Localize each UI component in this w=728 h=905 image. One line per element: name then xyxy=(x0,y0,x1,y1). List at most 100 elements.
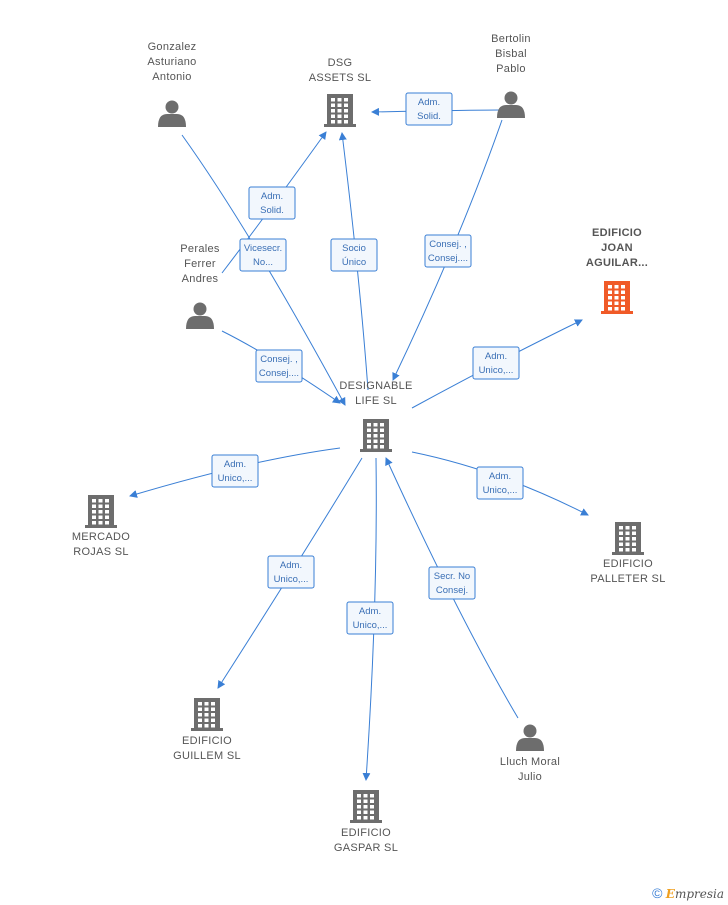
relation-label-bg xyxy=(476,466,524,500)
relation-label-bg xyxy=(211,454,259,488)
relation-label-bg xyxy=(267,555,315,589)
relation-label-bg xyxy=(330,238,378,272)
relation-edge[interactable]: Adm.Unico,... xyxy=(129,447,341,498)
node-label: GUILLEM SL xyxy=(173,750,241,762)
relation-edge[interactable]: Consej. ,Consej.... xyxy=(221,330,341,404)
relation-label-box[interactable]: Secr. No Consej. xyxy=(428,566,476,600)
relation-label-box[interactable]: Adm.Unico,... xyxy=(211,454,259,488)
relation-label-box[interactable]: Adm. Solid. xyxy=(248,186,296,220)
node-label: Asturiano xyxy=(147,56,196,68)
relation-label-bg xyxy=(405,92,453,126)
relation-label-box[interactable]: Adm. Unico,... xyxy=(472,346,520,380)
relation-label-text: Adm. xyxy=(280,560,302,571)
node-label: Perales xyxy=(180,243,220,255)
node-label: Antonio xyxy=(152,71,191,83)
relation-edge[interactable]: Consej. , Consej.... xyxy=(392,119,503,381)
relation-label-text: Solid. xyxy=(260,205,284,216)
node-label: ASSETS SL xyxy=(309,72,372,84)
relation-edge[interactable]: Adm. Unico,... xyxy=(411,319,583,409)
node-label: Bisbal xyxy=(495,48,527,60)
relation-label-bg xyxy=(472,346,520,380)
edge-line xyxy=(371,107,501,116)
building-icon xyxy=(324,94,356,127)
relation-label-text: Adm. xyxy=(485,351,507,362)
relation-label-bg xyxy=(255,349,303,383)
relation-label-text: Adm. xyxy=(359,606,381,617)
person-icon xyxy=(186,302,214,329)
building-icon xyxy=(85,495,117,528)
relation-label-text: Unico,... xyxy=(274,574,309,585)
relation-label-box[interactable]: Adm. Solid. xyxy=(405,92,453,126)
relation-label-text: No... xyxy=(253,257,273,268)
node-edificio_joan[interactable]: EDIFICIOJOANAGUILAR... xyxy=(586,227,648,314)
node-label: Julio xyxy=(518,771,542,783)
relation-label-text: Consej. , xyxy=(429,239,467,250)
relation-edge[interactable]: Adm. Unico,... xyxy=(346,457,394,781)
relation-label-box[interactable]: Vicesecr. No... xyxy=(239,238,287,272)
relation-label-box[interactable]: Adm.Unico,... xyxy=(476,466,524,500)
building-icon xyxy=(601,281,633,314)
node-palleter[interactable]: EDIFICIO PALLETER SL xyxy=(590,522,665,585)
relation-label-text: Vicesecr. xyxy=(244,243,282,254)
node-label: GASPAR SL xyxy=(334,842,398,854)
node-mercado[interactable]: MERCADO ROJAS SL xyxy=(72,495,130,558)
edge-line xyxy=(385,457,519,719)
relation-label-text: Único xyxy=(342,257,366,268)
relation-edge[interactable]: Adm.Unico,... xyxy=(411,451,589,516)
node-label: EDIFICIO xyxy=(603,558,653,570)
building-icon xyxy=(612,522,644,555)
node-label: ROJAS SL xyxy=(73,546,129,558)
relation-label-text: Adm. xyxy=(418,97,440,108)
building-icon xyxy=(350,790,382,823)
relation-label-text: Consej.... xyxy=(428,253,468,264)
relation-label-box[interactable]: Consej. , Consej.... xyxy=(424,234,472,268)
node-label: Andres xyxy=(182,273,219,285)
node-label: MERCADO xyxy=(72,531,130,543)
relation-edge[interactable]: Adm. Solid. xyxy=(221,131,327,274)
brand-name: Empresia xyxy=(665,887,724,901)
relation-label-text: Consej.... xyxy=(259,368,299,379)
relation-label-text: Consej. xyxy=(436,585,468,596)
person-icon xyxy=(158,100,186,127)
relation-label-box[interactable]: Adm. Unico,... xyxy=(346,601,394,635)
relation-label-text: Unico,... xyxy=(483,485,518,496)
relation-label-text: Unico,... xyxy=(353,620,388,631)
node-label: Bertolin xyxy=(491,33,531,45)
relation-label-text: Secr. No xyxy=(434,571,470,582)
relation-label-text: Unico,... xyxy=(479,365,514,376)
relation-edge[interactable]: Adm. Unico,... xyxy=(217,457,363,689)
node-label: Lluch Moral xyxy=(500,756,560,768)
node-label: AGUILAR... xyxy=(586,257,648,269)
building-icon xyxy=(360,419,392,452)
relation-label-text: Adm. xyxy=(261,191,283,202)
relation-label-box[interactable]: Consej. ,Consej.... xyxy=(255,349,303,383)
building-icon xyxy=(191,698,223,731)
relation-label-text: Adm. xyxy=(224,459,246,470)
empresia-watermark: © Empresia xyxy=(652,885,724,901)
relation-edge[interactable]: Vicesecr. No... xyxy=(181,134,346,406)
node-label: PALLETER SL xyxy=(590,573,665,585)
relation-label-bg xyxy=(239,238,287,272)
person-icon xyxy=(516,724,544,751)
node-label: Ferrer xyxy=(184,258,216,270)
relation-label-bg xyxy=(424,234,472,268)
relation-edge[interactable]: Secr. No Consej. xyxy=(385,457,519,719)
relation-edge[interactable]: Adm. Solid. xyxy=(371,92,501,126)
relation-label-bg xyxy=(346,601,394,635)
relation-label-box[interactable]: Adm. Unico,... xyxy=(267,555,315,589)
relation-label-text: Solid. xyxy=(417,111,441,122)
relation-label-text: Socio xyxy=(342,243,366,254)
relation-label-bg xyxy=(248,186,296,220)
